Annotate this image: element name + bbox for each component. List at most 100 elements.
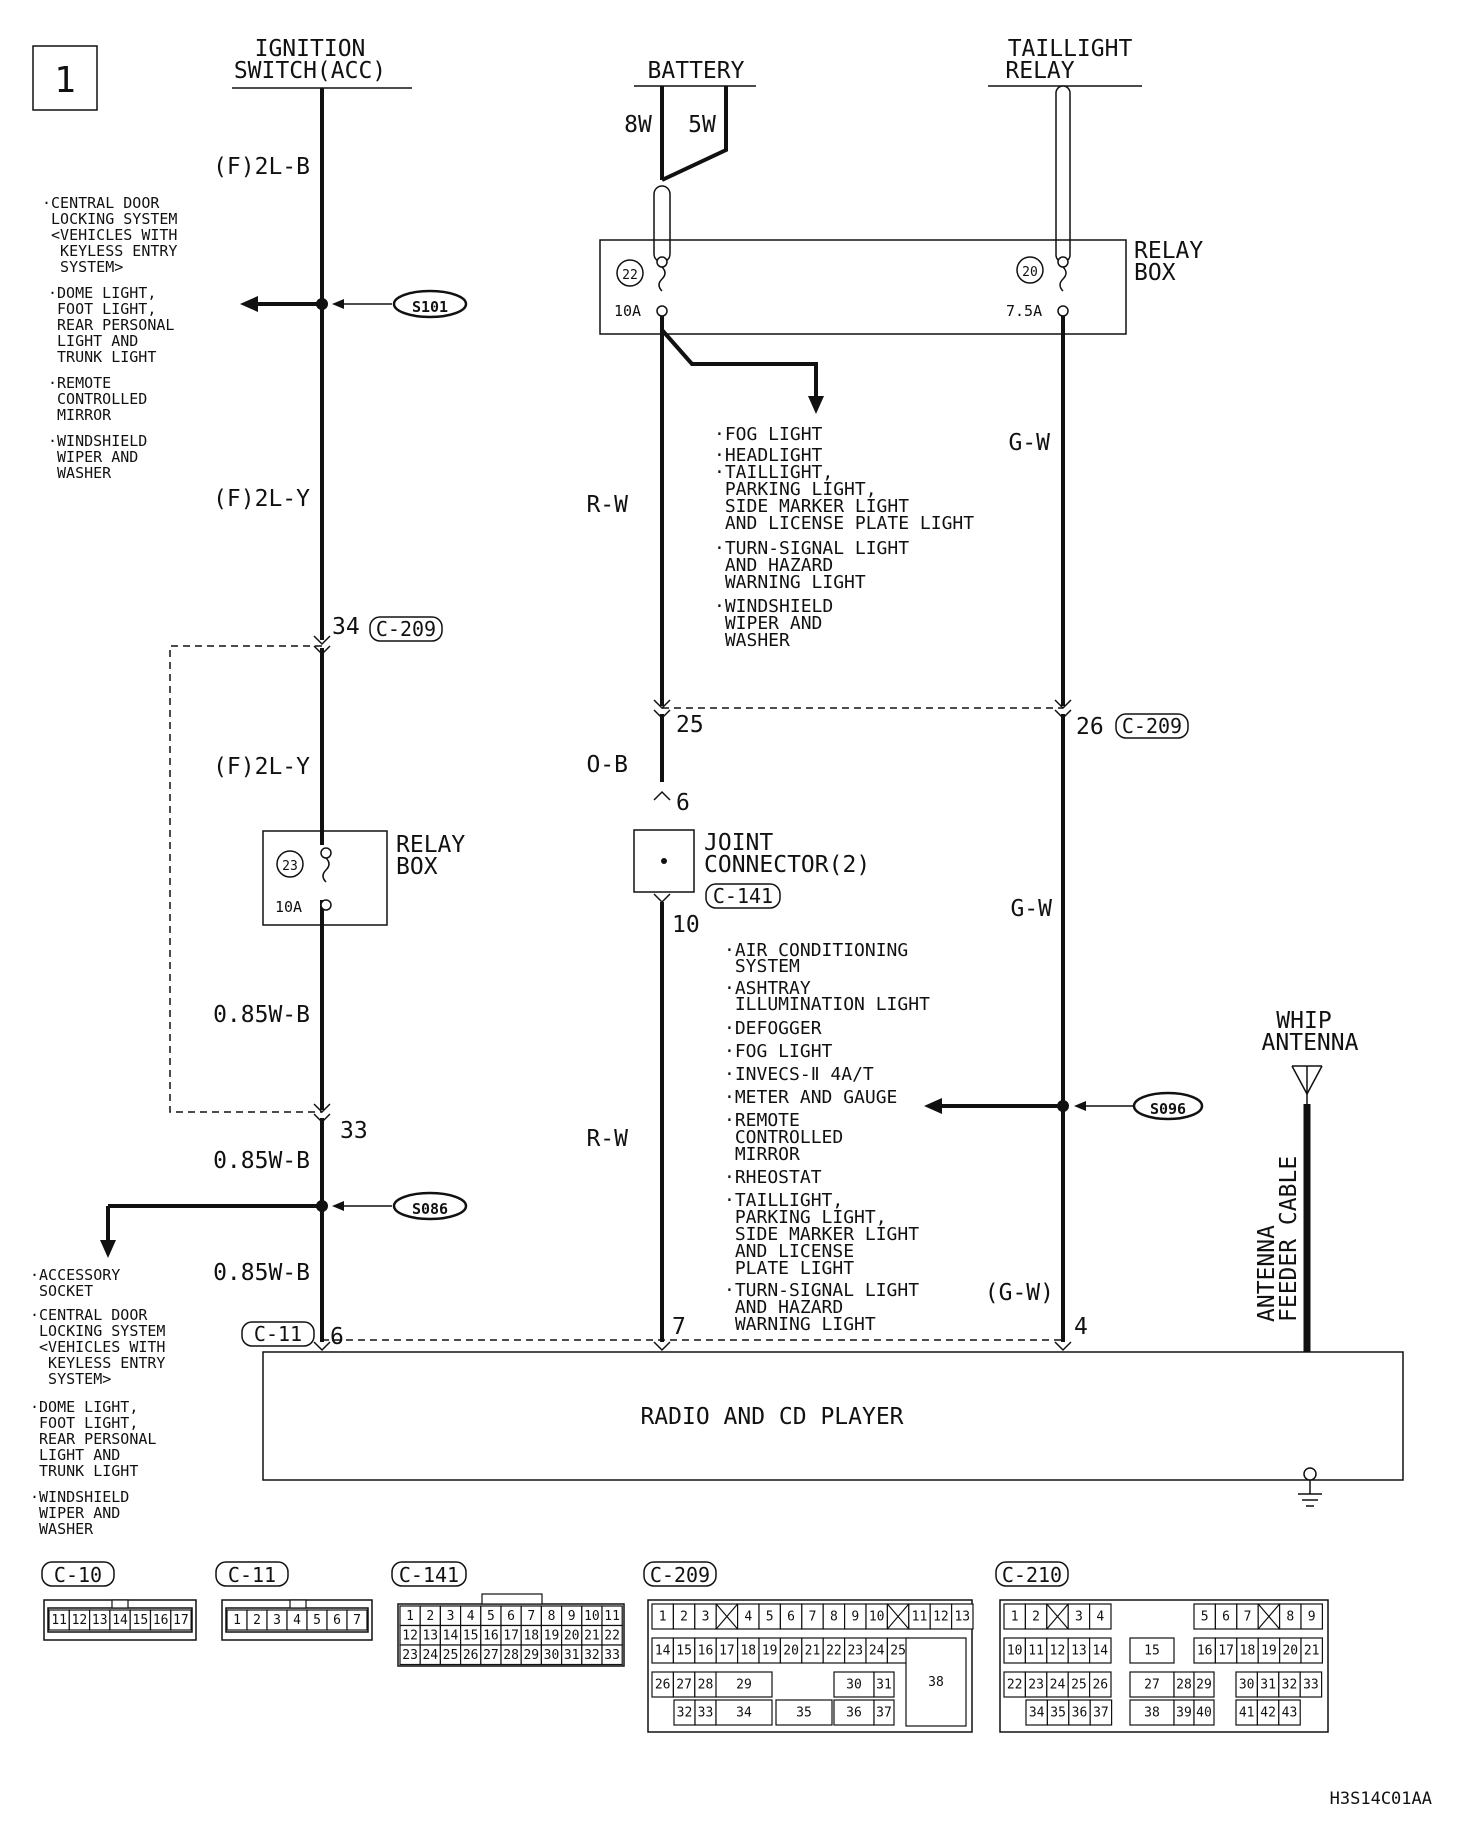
- joint-connector: 6 10 JOINT CONNECTOR(2) C-141: [633, 790, 870, 938]
- svg-text:C-141: C-141: [399, 1563, 459, 1587]
- connector-pin-label: 30: [846, 1678, 862, 1693]
- svg-text:7.5A: 7.5A: [1006, 302, 1042, 320]
- connector-pin-label: 6: [787, 1610, 795, 1625]
- svg-text:<VEHICLES WITH: <VEHICLES WITH: [42, 226, 177, 244]
- connector-pin-label: 29: [1196, 1678, 1212, 1693]
- svg-text:WASHER: WASHER: [30, 1520, 94, 1538]
- svg-text:C-11: C-11: [254, 1322, 302, 1346]
- connector-pin-label: 6: [507, 1609, 515, 1624]
- svg-text:AND LICENSE PLATE LIGHT: AND LICENSE PLATE LIGHT: [714, 513, 974, 534]
- connector-pin-label: 28: [503, 1648, 519, 1663]
- connector-pin-label: 13: [1071, 1644, 1087, 1659]
- svg-text:23: 23: [282, 859, 298, 874]
- connector-pin-label: 18: [740, 1644, 756, 1659]
- connector-pin-label: 21: [805, 1644, 821, 1659]
- connector-pin-label: 14: [443, 1628, 459, 1643]
- connector-pin-label: 37: [1093, 1706, 1109, 1721]
- connector-pin-cell: [1088, 1637, 1112, 1664]
- connector-pin-label: 32: [1282, 1678, 1298, 1693]
- connector-pin-label: 17: [173, 1613, 189, 1628]
- connector-pin-label: 21: [584, 1628, 600, 1643]
- taillight-relay-wire-top: [1055, 85, 1071, 263]
- connector-pin-label: 33: [604, 1648, 620, 1663]
- connector-pin-label: 3: [273, 1613, 281, 1628]
- svg-text:C-209: C-209: [650, 1563, 710, 1587]
- svg-text:5W: 5W: [688, 112, 716, 138]
- connector-pin-label: 19: [762, 1644, 778, 1659]
- connector-pin-cell: [1193, 1699, 1215, 1726]
- connector-pin-label: 25: [443, 1648, 459, 1663]
- page-number-box: [32, 45, 98, 111]
- svg-text:RELAY: RELAY: [1005, 58, 1074, 84]
- svg-text:25: 25: [676, 712, 704, 738]
- connector-pin-label: 14: [112, 1613, 128, 1628]
- connector-pin-cell: [601, 1644, 623, 1666]
- svg-text:·AIR CONDITIONING: ·AIR CONDITIONING: [724, 940, 908, 961]
- connector-pin-label: 13: [422, 1628, 438, 1643]
- svg-text:CONTROLLED: CONTROLLED: [724, 1127, 843, 1148]
- svg-text:·METER AND GAUGE: ·METER AND GAUGE: [724, 1087, 897, 1108]
- connector-pin-label: 36: [846, 1706, 862, 1721]
- connector-pin-label: 5: [1201, 1610, 1209, 1625]
- connector-pin-label: 25: [1071, 1678, 1087, 1693]
- svg-text:SWITCH(ACC): SWITCH(ACC): [234, 58, 386, 84]
- svg-text:WHIP: WHIP: [1276, 1008, 1331, 1034]
- connector-pin-label: 14: [1092, 1644, 1108, 1659]
- connector-pin-label: 16: [483, 1628, 499, 1643]
- connector-pin-cell: [1300, 1603, 1323, 1630]
- svg-text:S101: S101: [412, 298, 448, 316]
- svg-text:CONTROLLED: CONTROLLED: [48, 390, 147, 408]
- connector-pin-label: 30: [1239, 1678, 1255, 1693]
- connector-pin-label: 3: [447, 1609, 455, 1624]
- wire-color-right3: (G-W): [985, 1280, 1054, 1306]
- svg-text:33: 33: [340, 1118, 368, 1144]
- svg-text:BOX: BOX: [396, 854, 438, 880]
- connector-pin-label: 7: [527, 1609, 535, 1624]
- svg-text:C-210: C-210: [1002, 1563, 1062, 1587]
- svg-text:ILLUMINATION LIGHT: ILLUMINATION LIGHT: [724, 994, 930, 1015]
- connector-pin-cell: [775, 1699, 833, 1726]
- svg-text:WASHER: WASHER: [714, 630, 790, 651]
- svg-text:·HEADLIGHT: ·HEADLIGHT: [714, 445, 823, 466]
- connector-pin-label: 4: [467, 1609, 475, 1624]
- wire-color-ign3: (F)2L-Y: [213, 754, 310, 780]
- connector-pin-cell: [1129, 1637, 1175, 1664]
- svg-text:KEYLESS ENTRY: KEYLESS ENTRY: [42, 242, 177, 260]
- fuse22-branch-arrow: [660, 328, 824, 414]
- connector-pin-label: 4: [1096, 1610, 1104, 1625]
- svg-text:FOOT LIGHT,: FOOT LIGHT,: [30, 1414, 138, 1432]
- svg-text:WIPER AND: WIPER AND: [48, 448, 138, 466]
- connector-pin-label: 18: [1240, 1644, 1256, 1659]
- svg-text:BOX: BOX: [1134, 260, 1176, 286]
- svg-text:REAR PERSONAL: REAR PERSONAL: [48, 316, 174, 334]
- connector-pin-label: 26: [1092, 1678, 1108, 1693]
- svg-text:·INVECS-Ⅱ 4A/T: ·INVECS-Ⅱ 4A/T: [724, 1064, 874, 1085]
- connector-pin-cell: [873, 1671, 895, 1698]
- connector-pin-label: 20: [783, 1644, 799, 1659]
- svg-text:26: 26: [1076, 714, 1104, 740]
- connector-pin-cell: [715, 1671, 773, 1698]
- c11-pin6: C-11 6: [241, 1321, 344, 1352]
- connector-pin-label: 4: [293, 1613, 301, 1628]
- c209-pin34: 34 C-209: [313, 614, 443, 656]
- connector-pin-label: 16: [1197, 1644, 1213, 1659]
- svg-text:34: 34: [332, 614, 360, 640]
- wire-color-right2: G-W: [1010, 896, 1052, 922]
- svg-text:·REMOTE: ·REMOTE: [48, 374, 111, 392]
- connector-pin-cell: [1089, 1699, 1113, 1726]
- connector-pin-label: 20: [1282, 1644, 1298, 1659]
- connector-pin-label: 40: [1196, 1706, 1212, 1721]
- svg-text:AND HAZARD: AND HAZARD: [724, 1297, 843, 1318]
- connector-pin-label: 34: [736, 1706, 752, 1721]
- svg-text:TAILLIGHT: TAILLIGHT: [1008, 36, 1133, 62]
- s086-load-list: ·ACCESSORY SOCKET ·CENTRAL DOOR LOCKING …: [30, 1266, 165, 1538]
- wire-color-ign2: (F)2L-Y: [213, 486, 310, 512]
- svg-text:·WINDSHIELD: ·WINDSHIELD: [714, 596, 833, 617]
- svg-text:WIPER AND: WIPER AND: [30, 1504, 120, 1522]
- svg-text:6: 6: [330, 1324, 344, 1350]
- connector-pin-label: 21: [1304, 1644, 1320, 1659]
- connector-pin-cell: [346, 1609, 368, 1631]
